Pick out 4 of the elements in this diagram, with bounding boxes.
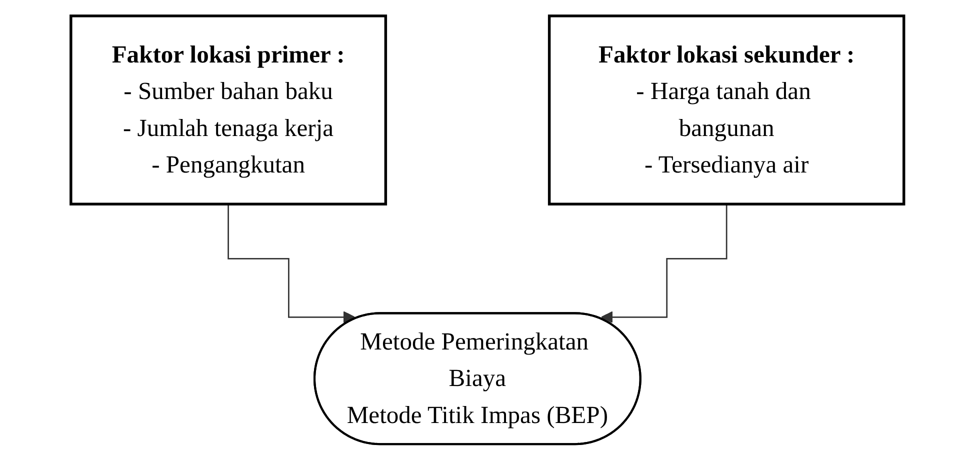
node-box: Faktor lokasi primer : - Sumber bahan baku - Jumlah tenaga kerja - Pengangkutan [69, 14, 387, 205]
arrow [227, 202, 355, 323]
node-box: Faktor lokasi sekunder : - Harga tanah dan bangunan - Tersedianya air [548, 14, 905, 205]
arrow [600, 202, 727, 323]
